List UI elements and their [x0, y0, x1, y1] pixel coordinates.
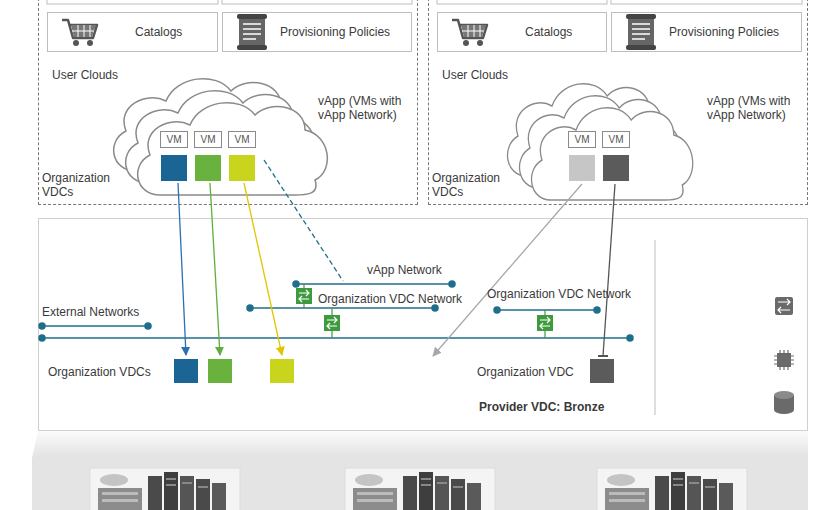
network-dot: [594, 307, 600, 313]
network-label: vApp Network: [367, 263, 442, 277]
external-network-line: [42, 325, 148, 327]
vm-box: VM: [194, 131, 222, 148]
scroll-icon: [626, 14, 656, 50]
node-title: VM: [229, 132, 255, 147]
cart-icon: [62, 20, 97, 46]
vm-square: [195, 155, 221, 181]
node-title: User Clouds: [52, 68, 118, 82]
vm-square: [229, 155, 255, 181]
datacenter-image: [90, 468, 240, 510]
vm-network-squares: [161, 155, 629, 181]
node-title: Provider VDC: Bronze: [479, 400, 604, 414]
provider-vdc-panel: Provider VDC: Bronze: [38, 218, 808, 431]
vm-box: VM: [160, 131, 188, 148]
network-dot: [247, 305, 253, 311]
node-subtitle: Organization VDCs: [42, 171, 124, 199]
network-label: Organization VDC Network: [487, 287, 631, 301]
mapping-arrow: [603, 184, 615, 356]
node-title: VM: [195, 132, 221, 147]
network-dot: [39, 323, 45, 329]
router-icon: [324, 315, 340, 331]
datacenter-image: [597, 468, 747, 510]
policy-icon: [237, 14, 656, 50]
org-network-line: [497, 309, 597, 311]
vapp-network-link: [264, 160, 343, 281]
cut-off-boxes: [47, 0, 802, 4]
network-label: Organization VDC Network: [318, 292, 462, 306]
scroll-icon: [237, 14, 267, 50]
node-title: Catalogs: [525, 25, 572, 39]
switch-icon: [775, 297, 793, 315]
catalog-box: Catalogs: [47, 12, 218, 52]
org-network-line: [250, 307, 435, 309]
org-vdc-square: [174, 359, 198, 383]
network-dot: [494, 307, 500, 313]
org-vdc-square: [208, 359, 232, 383]
vapp-network-line: [296, 283, 452, 285]
cloud-shape: [532, 108, 693, 200]
platform-shadow: [32, 431, 808, 458]
arrow-stop-bar: [598, 355, 608, 357]
cloud-stack: [114, 79, 693, 200]
network-label: External Networks: [42, 305, 139, 319]
node-title: VM: [161, 132, 187, 147]
catalog-icon: [62, 20, 487, 46]
cpu-icon: [774, 350, 794, 370]
node-subtitle: Organization VDCs: [432, 171, 514, 199]
vapp-label: vApp (VMs with vApp Network): [707, 94, 791, 122]
network-dot: [627, 335, 633, 341]
cart-icon: [452, 20, 487, 46]
provider-squares: [174, 359, 614, 383]
mapping-arrows: [178, 160, 615, 356]
network-lines: [39, 281, 633, 341]
resource-icons: [774, 297, 794, 414]
vm-square: [569, 155, 595, 181]
external-network-line: [42, 337, 630, 339]
node-title: Provisioning Policies: [669, 25, 779, 39]
node-title: Provisioning Policies: [280, 25, 390, 39]
vapp-label: vApp (VMs with vApp Network): [318, 94, 402, 122]
mapping-arrow: [433, 184, 582, 356]
node-title: Catalogs: [135, 25, 182, 39]
org-vdc-square: [590, 359, 614, 383]
org-vdc-label: Organization VDCs: [48, 365, 151, 379]
network-dot: [449, 281, 455, 287]
vm-box: VM: [568, 131, 596, 148]
router-icon: [296, 288, 312, 304]
mapping-arrow: [178, 183, 186, 355]
org-vdc-square: [270, 359, 294, 383]
network-dot: [293, 281, 299, 287]
storage-icon: [774, 391, 794, 414]
vm-square: [603, 155, 629, 181]
mapping-arrow: [244, 183, 282, 355]
datacenter-image: [345, 468, 495, 510]
node-title: VM: [603, 132, 629, 147]
mapping-arrow: [210, 183, 220, 355]
vm-box: VM: [228, 131, 256, 148]
vm-box: VM: [602, 131, 630, 148]
cloud-shape: [138, 103, 328, 195]
network-dot: [145, 323, 151, 329]
router-icon: [537, 315, 553, 331]
vm-square: [161, 155, 187, 181]
network-dot: [39, 335, 45, 341]
separator-line: [655, 240, 656, 415]
node-title: VM: [569, 132, 595, 147]
org-vdc-label: Organization VDC: [477, 365, 574, 379]
node-title: User Clouds: [442, 68, 508, 82]
